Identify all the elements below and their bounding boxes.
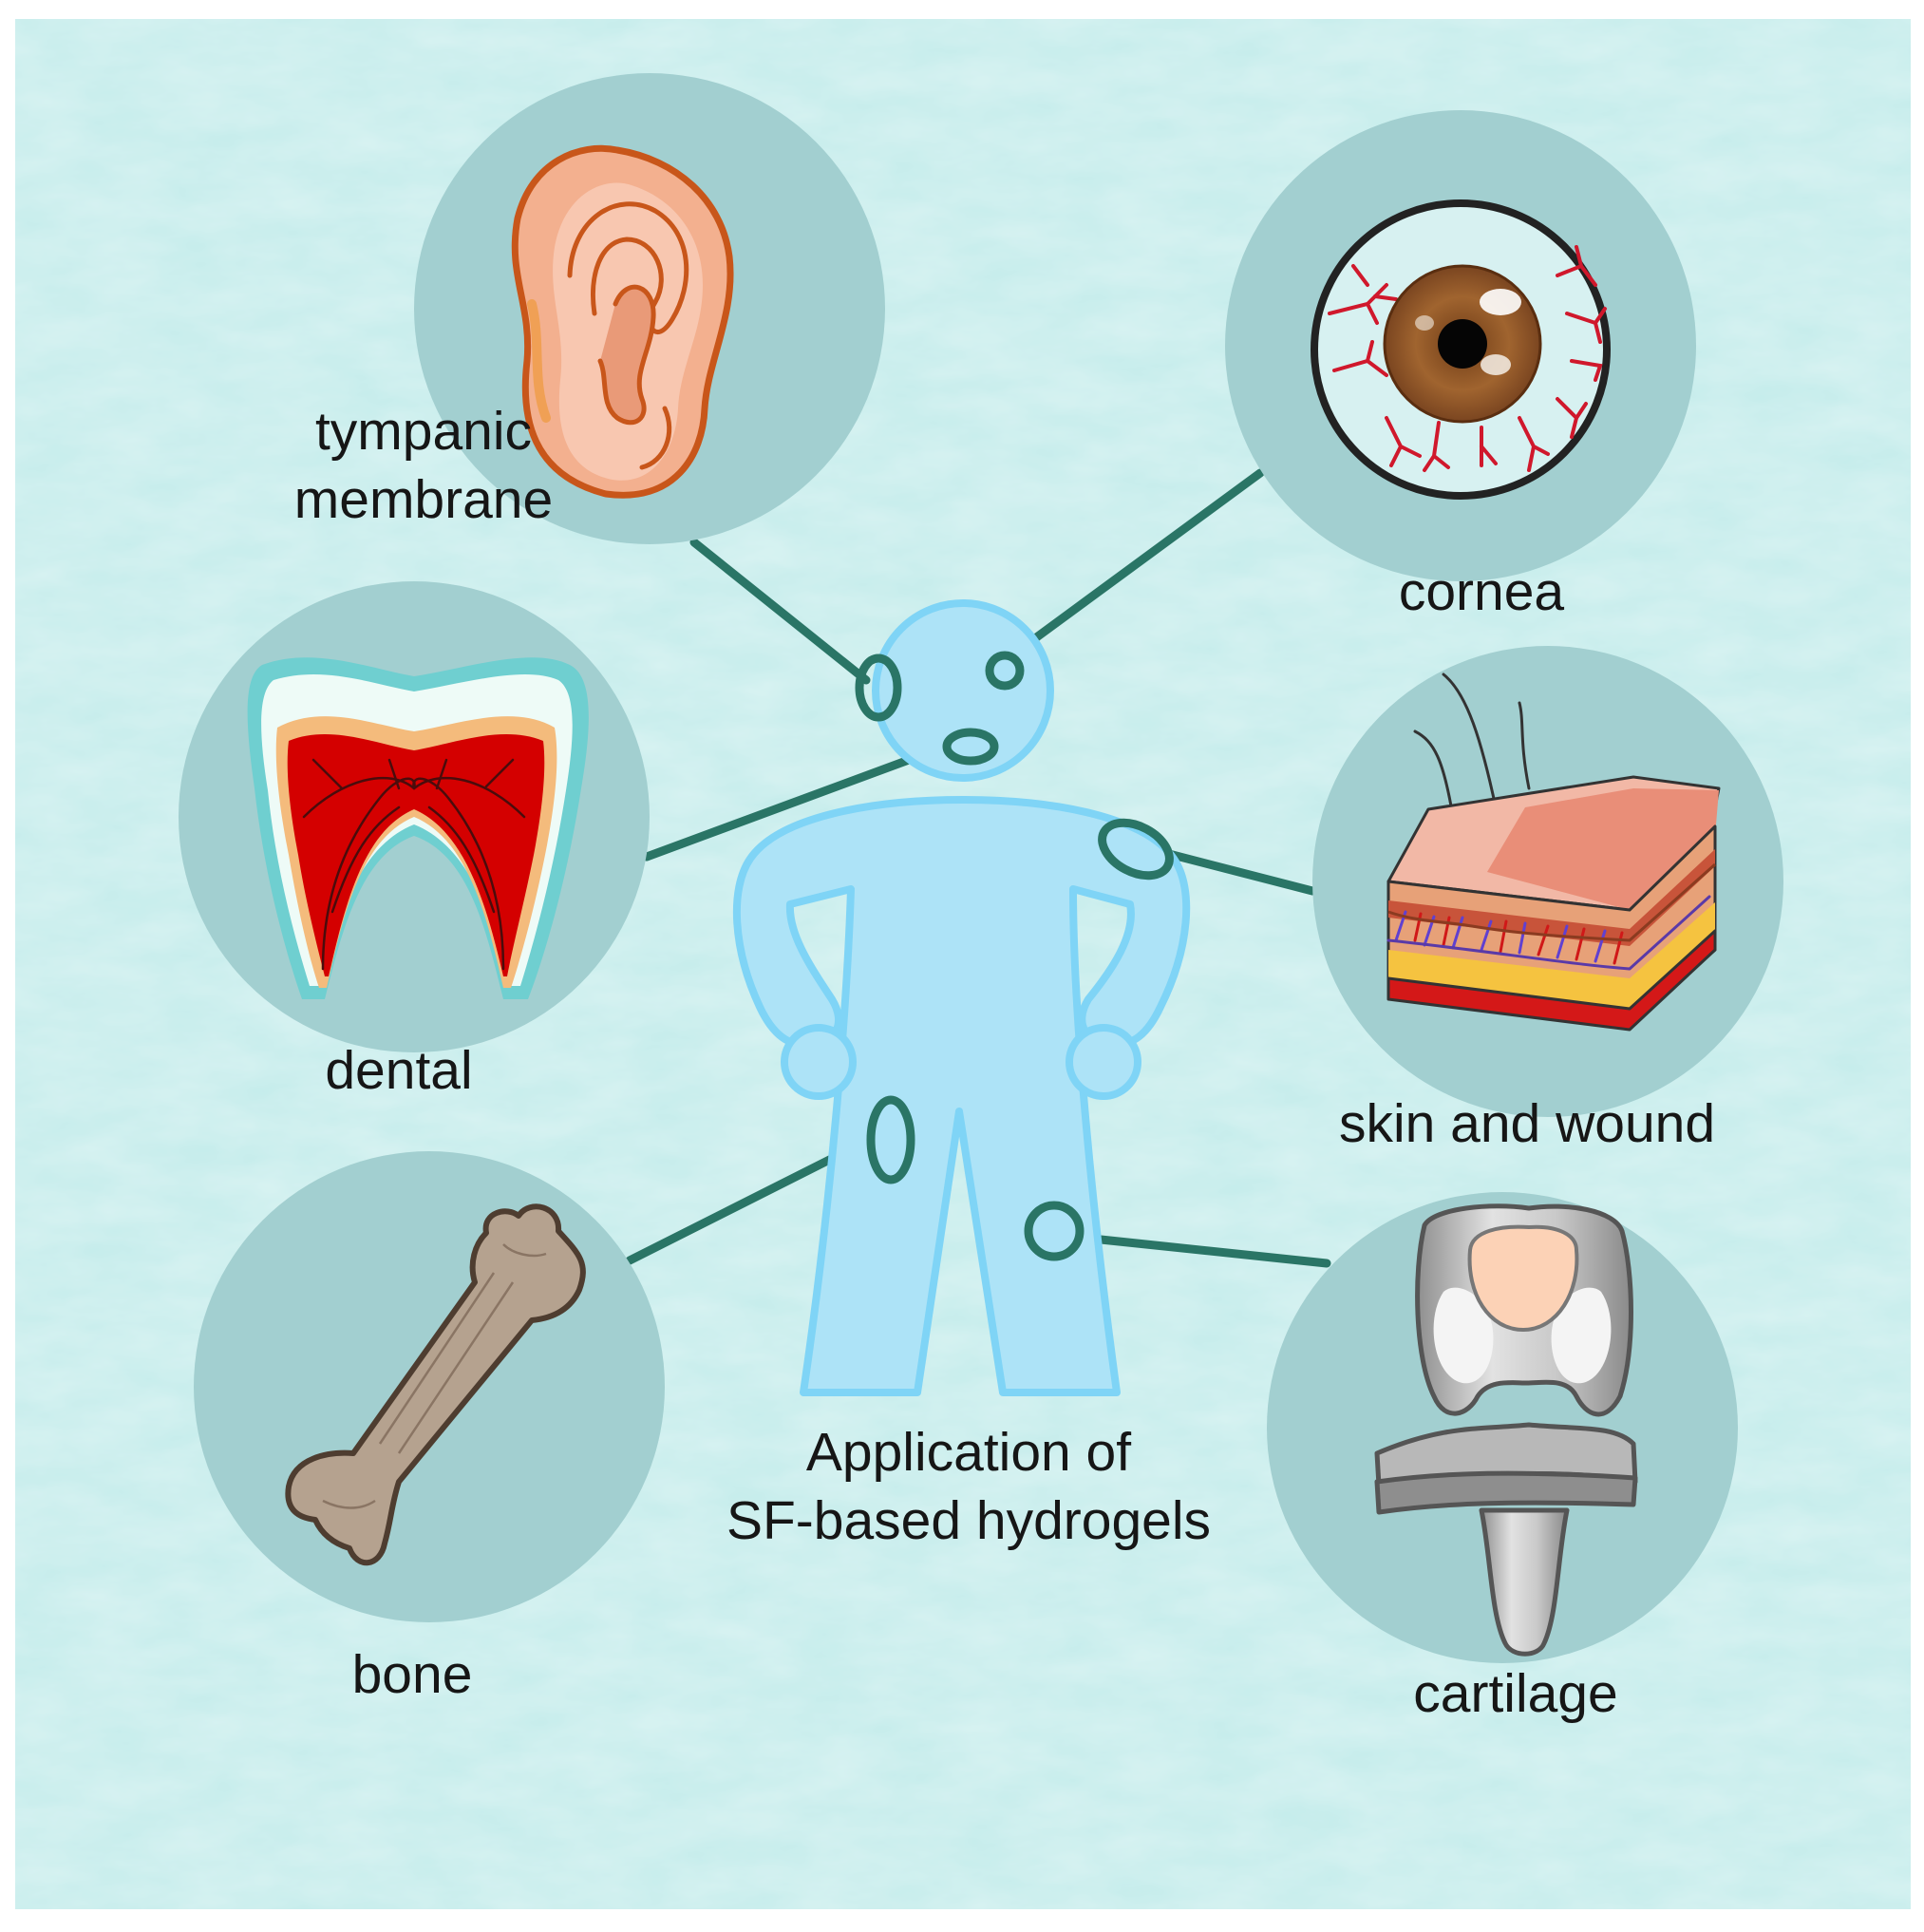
label-bone: bone — [352, 1644, 473, 1705]
label-tympanic-line1: tympanic — [315, 401, 532, 462]
connector-cornea — [1012, 468, 1265, 656]
location-markers — [855, 651, 1174, 1261]
eye-icon — [1311, 199, 1611, 500]
connector-tympanic — [689, 538, 871, 685]
center-title-line2: SF-based hydrogels — [726, 1490, 1211, 1551]
connector-lines — [625, 468, 1331, 1268]
connector-skin — [1160, 848, 1317, 896]
bone-icon — [285, 1203, 586, 1566]
marker-knee — [1024, 1201, 1085, 1261]
tooth-icon — [247, 657, 589, 999]
skin-layers-icon — [1386, 672, 1721, 1032]
figure-left-hand — [781, 1024, 857, 1100]
marker-ear — [855, 653, 902, 722]
figure-right-hand — [1066, 1024, 1141, 1100]
label-dental: dental — [325, 1040, 472, 1101]
label-cartilage: cartilage — [1413, 1663, 1617, 1724]
center-title-line1: Application of — [806, 1422, 1131, 1483]
marker-shoulder — [1098, 818, 1174, 881]
labels: tympanic membrane cornea dental skin and… — [294, 401, 1715, 1724]
marker-thigh — [866, 1095, 915, 1184]
connector-dental — [642, 739, 957, 862]
label-skin: skin and wound — [1339, 1093, 1715, 1154]
figure-head — [872, 599, 1054, 782]
marker-eye — [985, 651, 1025, 691]
label-cornea: cornea — [1399, 561, 1565, 622]
ear-icon — [511, 144, 734, 499]
marker-mouth — [942, 728, 999, 766]
pupil — [1438, 319, 1487, 369]
label-tympanic-line2: membrane — [294, 469, 553, 530]
knee-implant-icon — [1374, 1203, 1638, 1657]
connector-cartilage — [1078, 1233, 1331, 1268]
